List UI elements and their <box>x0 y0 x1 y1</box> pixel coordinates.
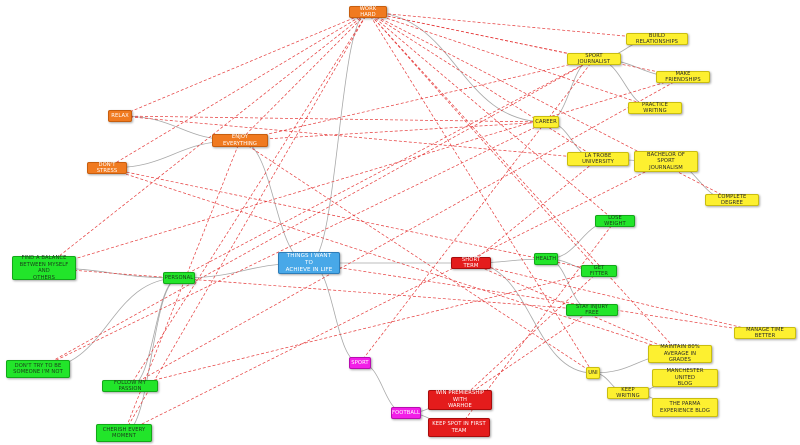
dashed-link <box>239 11 369 141</box>
dashed-link <box>367 11 681 355</box>
node-short-term[interactable]: SHORT TERM <box>451 257 491 269</box>
tree-connector <box>308 262 361 364</box>
dashed-link <box>123 11 369 434</box>
node-parma-experience-blog[interactable]: THE PARMA EXPERIENCE BLOG <box>652 398 718 417</box>
node-cherish-every-moment[interactable]: CHERISH EVERY MOMENT <box>96 424 152 442</box>
node-make-friendships[interactable]: MAKE FRIENDSHIPS <box>656 71 710 83</box>
dashed-link <box>119 115 599 160</box>
dashed-link <box>459 309 593 401</box>
dashed-link <box>470 262 681 355</box>
node-sport-journalist[interactable]: SPORT JOURNALIST <box>567 53 621 65</box>
dashed-link <box>119 11 369 117</box>
dashed-link <box>367 11 599 160</box>
tree-connector <box>239 140 310 264</box>
dashed-link <box>129 11 369 387</box>
dashed-link <box>43 11 369 269</box>
dashed-link <box>359 58 595 364</box>
node-dont-try-to-be[interactable]: DON'T TRY TO BE SOMEONE I'M NOT <box>6 360 70 378</box>
dashed-link <box>239 121 547 141</box>
tree-connector <box>129 277 180 387</box>
node-manchester-united-blog[interactable]: MANCHESTER UNITED BLOG <box>652 368 718 387</box>
dashed-link <box>470 158 599 264</box>
node-health[interactable]: HEALTH <box>534 253 558 265</box>
node-keep-spot-in-first-team[interactable]: KEEP SPOT IN FIRST TEAM <box>428 418 490 437</box>
node-dont-stress[interactable]: DON'T STRESS <box>87 162 127 174</box>
dashed-link <box>458 220 616 428</box>
dashed-link <box>470 262 766 334</box>
dashed-link <box>106 167 600 272</box>
node-relax[interactable]: RELAX <box>108 110 132 122</box>
dashed-link <box>367 11 656 109</box>
tree-connector <box>367 11 547 123</box>
tree-connector <box>470 262 594 374</box>
dashed-link <box>308 262 766 334</box>
dashed-link <box>129 270 600 387</box>
node-practice-writing[interactable]: PRACTICE WRITING <box>628 102 682 114</box>
node-enjoy-everything[interactable]: ENJOY EVERYTHING <box>212 134 268 147</box>
node-work-hard[interactable]: WORK HARD <box>349 6 387 18</box>
node-win-premiership[interactable]: WIN PREMIERSHIP WITH WARHOE <box>428 390 492 410</box>
dashed-link <box>37 121 547 370</box>
node-manage-time-better[interactable]: MANAGE TIME BETTER <box>734 327 796 339</box>
dashed-link <box>106 11 369 169</box>
dashed-link <box>367 11 594 374</box>
node-career[interactable]: CAREER <box>533 116 559 128</box>
dashed-link <box>459 270 600 401</box>
node-bachelor-of-sport-journalism[interactable]: BACHELOR OF SPORT JOURNALISM <box>634 151 698 172</box>
dashed-link <box>119 115 547 123</box>
node-sport[interactable]: SPORT <box>349 357 371 369</box>
dashed-link <box>367 11 616 222</box>
dashed-link <box>123 161 667 434</box>
dashed-link <box>367 11 684 78</box>
node-uni[interactable]: UNI <box>586 367 600 379</box>
dashed-link <box>178 58 595 279</box>
node-football[interactable]: FOOTBALL <box>391 407 421 419</box>
dashed-link <box>37 58 595 370</box>
node-personal[interactable]: PERSONAL <box>163 272 195 284</box>
dashed-link <box>106 167 681 355</box>
dashed-link <box>239 58 595 141</box>
dashed-link <box>43 76 684 269</box>
dashed-link <box>239 140 594 374</box>
tree-connector <box>359 362 407 414</box>
node-follow-my-passion[interactable]: FOLLOW MY PASSION <box>102 380 158 392</box>
tree-connector <box>308 11 369 264</box>
dashed-link <box>367 11 600 272</box>
node-find-a-balance[interactable]: FIND A BALANCE BETWEEN MYSELF AND OTHERS <box>12 255 76 281</box>
dashed-link <box>367 11 658 40</box>
node-maintain-average[interactable]: MAINTAIN 80% AVERAGE IN GRADES <box>648 344 712 363</box>
dashed-link <box>129 76 684 387</box>
node-build-relationships[interactable]: BUILD RELATIONSHIPS <box>626 33 688 45</box>
node-central-topic[interactable]: THINGS I WANT TO ACHIEVE IN LIFE <box>278 252 340 274</box>
node-get-fitter[interactable]: GET FITTER <box>581 265 617 277</box>
dashed-link <box>43 267 593 311</box>
node-lose-weight[interactable]: LOSE WEIGHT <box>595 215 635 227</box>
node-la-trobe-university[interactable]: LA TROBE UNIVERSITY <box>567 152 629 166</box>
node-keep-writing[interactable]: KEEP WRITING <box>607 387 649 399</box>
node-complete-degree[interactable]: COMPLETE DEGREE <box>705 194 759 206</box>
node-stay-injury-free[interactable]: STAY INJURY FREE <box>566 304 618 316</box>
